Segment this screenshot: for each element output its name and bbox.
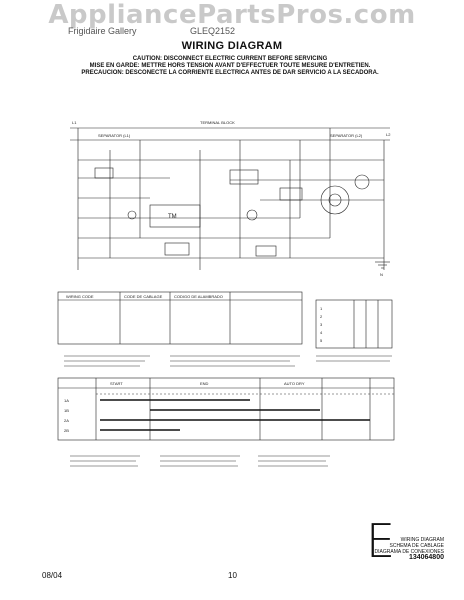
legend-head-fr: CODE DE CABLAGE (124, 294, 163, 299)
timer-row-2b: 2B (64, 428, 69, 433)
terminal-block-label: TERMINAL BLOCK (200, 120, 235, 125)
l2-label: L2 (386, 132, 391, 137)
separator-l2-label: SEPARATOR (L2) (330, 133, 363, 138)
timer-row-1a: 1A (64, 398, 69, 403)
symbols-row-1: 1 (320, 306, 323, 311)
n-label: N (380, 272, 383, 277)
symbols-row-2: 2 (320, 314, 323, 319)
footer-date: 08/04 (42, 571, 63, 580)
caution-fr: MISE EN GARDE: METTRE HORS TENSION AVANT… (89, 63, 371, 69)
title-block-line1: WIRING DIAGRAM (400, 537, 444, 543)
part-number: 134064800 (408, 554, 444, 561)
title-block: WIRING DIAGRAM SCHEMA DE CABLAGE DIAGRAM… (372, 537, 444, 561)
site-watermark: AppliancePartsPros.com (48, 0, 416, 30)
legend-head-en: WIRING CODE (66, 294, 94, 299)
revision-letter: E (366, 514, 396, 568)
title-block-line2: SCHEMA DE CABLAGE (389, 543, 444, 549)
symbols-row-3: 3 (320, 322, 323, 327)
model-code-label: GLEQ2152 (190, 26, 236, 36)
tm-label: TM (168, 214, 177, 220)
symbols-row-5: 5 (320, 338, 323, 343)
timer-row-1b: 1B (64, 408, 69, 413)
timer-col-autodry: AUTO DRY (284, 381, 305, 386)
caution-en: CAUTION: DISCONNECT ELECTRIC CURRENT BEF… (132, 56, 328, 62)
page-title: WIRING DIAGRAM (181, 40, 283, 52)
timer-col-end: END (200, 381, 209, 386)
legend-head-es: CODIGO DE ALAMBRADO (174, 294, 223, 299)
symbols-row-4: 4 (320, 330, 323, 335)
caution-es: PRECAUCION: DESCONECTE LA CORRIENTE ELEC… (81, 70, 379, 76)
l1-label: L1 (72, 120, 77, 125)
timer-row-2a: 2A (64, 418, 69, 423)
model-series-label: Frigidaire Gallery (68, 26, 137, 36)
timer-col-start: START (110, 381, 123, 386)
title-block-line3: DIAGRAMA DE CONEXIONES (374, 549, 444, 555)
caution-block: CAUTION: DISCONNECT ELECTRIC CURRENT BEF… (60, 56, 400, 77)
separator-l1-label: SEPARATOR (L1) (98, 133, 131, 138)
page-number: 10 (228, 571, 237, 580)
